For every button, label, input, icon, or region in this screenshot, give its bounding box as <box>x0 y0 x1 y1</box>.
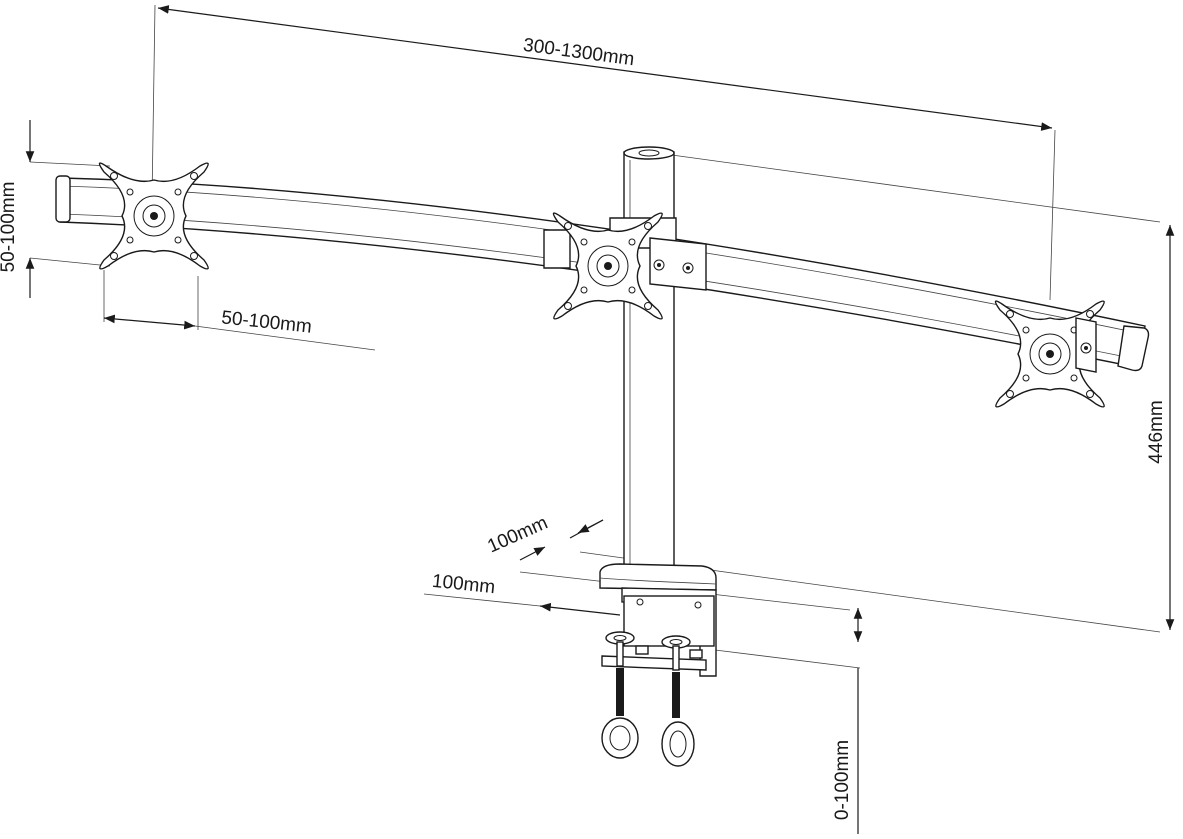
dimension-vesa-vertical: 50-100mm <box>0 120 111 298</box>
label-base-width: 100mm <box>431 571 496 599</box>
right-bracket <box>1075 317 1097 373</box>
desk-clamp <box>599 563 717 767</box>
vesa-plate-center <box>552 212 663 320</box>
pole <box>623 146 675 583</box>
dimension-base-width: 100mm <box>423 571 621 616</box>
label-clamp-range: 0-100mm <box>832 740 853 820</box>
vesa-plate-left <box>98 162 209 270</box>
label-vesa-vertical: 50-100mm <box>0 182 19 273</box>
label-height: 446mm <box>1146 400 1167 463</box>
label-vesa-horizontal: 50-100mm <box>220 307 313 337</box>
dimension-clamp-range: 0-100mm <box>714 608 863 834</box>
dimension-height: 446mm <box>579 151 1175 633</box>
dimension-vesa-horizontal: 50-100mm <box>103 270 376 351</box>
label-base-depth: 100mm <box>485 512 551 557</box>
